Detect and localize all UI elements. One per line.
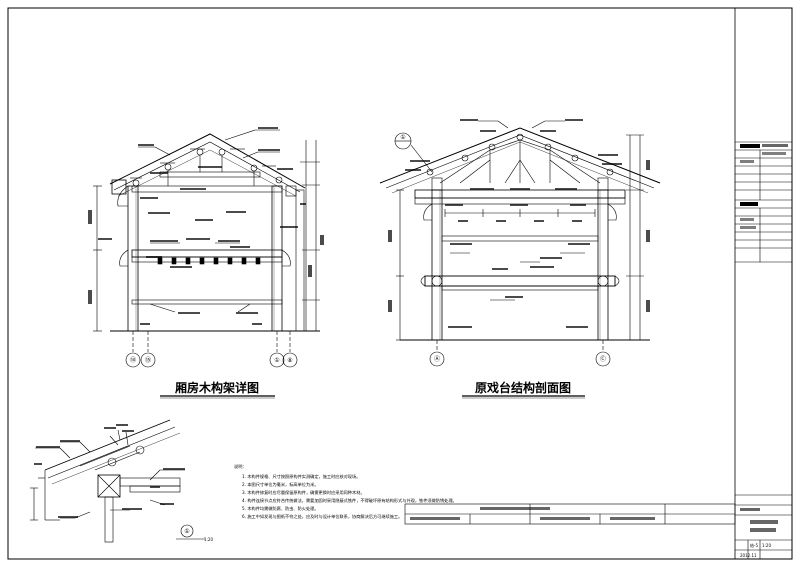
right-stage-section (379, 120, 661, 367)
right-small-annotations (388, 119, 650, 328)
drawing-number: 结-5 (750, 542, 758, 548)
right-drawing-title: 原戏台结构剖面图 (475, 380, 571, 395)
notes-heading: 说明： (234, 463, 247, 470)
axis-label-left-b: ⑮ (145, 356, 151, 364)
axis-label-right-a: Ⓐ (434, 355, 440, 363)
detail-small-annotations (34, 424, 185, 518)
title-block: 结-5 1:20 2012.11 (734, 8, 792, 559)
left-timber-frame (93, 129, 320, 368)
detail-scale: 1:20 (204, 537, 213, 542)
detail-tag-label: ① (184, 528, 189, 535)
sheet-border (7, 7, 793, 560)
note-line-6: 6. 施工中如发现与图纸不符之处，应及时与设计单位联系，协商解决后方可继续施工。 (242, 513, 402, 520)
bottom-title-strip (404, 503, 736, 525)
section-tag-label: ① (400, 134, 405, 141)
scale-value: 1:20 (762, 543, 771, 548)
axis-label-left-a: ⑭ (130, 356, 136, 364)
note-line-5: 5. 木构件均需做防腐、防虫、防火处理。 (242, 505, 319, 512)
left-drawing-title: 厢房木构架详图 (175, 380, 259, 395)
note-line-2: 2. 本图尺寸单位为毫米，标高单位为米。 (242, 481, 319, 488)
axis-label-left-d: ⑧ (287, 357, 292, 364)
note-line-4: 4. 构件连接节点应符合传统做法，需要加固时采用隐蔽式铁件，不得破坏原有结构形式… (242, 497, 457, 504)
left-small-annotations (88, 127, 324, 325)
note-line-1: 1. 木构件规格、尺寸按照原构件实测确定，施工时应核对现场。 (242, 473, 360, 480)
eave-detail (30, 419, 185, 543)
axis-label-left-c: ① (274, 357, 279, 364)
detail-tag-circle (180, 524, 194, 538)
drawing-date: 2012.11 (740, 553, 757, 558)
axis-label-right-b: Ⓒ (600, 355, 606, 363)
note-line-3: 3. 木构件修复时应尽量保留原构件，确需更换时应采用同种木材。 (242, 489, 365, 496)
